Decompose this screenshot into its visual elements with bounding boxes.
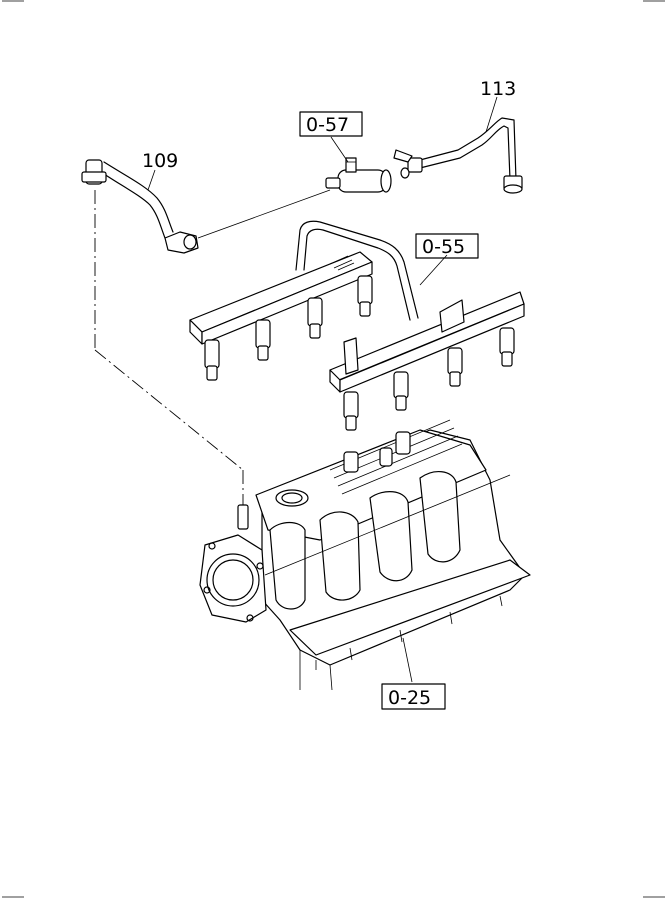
callout-109-text: 109: [142, 150, 178, 172]
injector-right-4: [499, 327, 515, 367]
injector-left-2: [255, 319, 271, 361]
callout-0-57[interactable]: 0-57: [299, 111, 363, 137]
hose-109[interactable]: [81, 159, 199, 254]
injector-left-4: [357, 275, 373, 317]
leader-109-to-manifold: [94, 190, 244, 505]
leader-113: [485, 96, 498, 133]
injector-left-3: [307, 297, 323, 339]
callout-0-25[interactable]: 0-25: [381, 683, 446, 710]
connection-line-109-0-57: [197, 189, 331, 239]
injector-right-3: [447, 347, 463, 387]
leader-0-25: [402, 637, 413, 683]
callout-113-text: 113: [480, 78, 516, 100]
callout-0-55-text: 0-55: [422, 236, 465, 258]
leader-109: [147, 169, 156, 191]
callout-0-25-text: 0-25: [388, 687, 431, 709]
intake-manifold[interactable]: [199, 419, 531, 691]
callout-0-55[interactable]: 0-55: [415, 233, 479, 259]
injector-right-2: [393, 371, 409, 411]
leader-0-57: [330, 136, 349, 163]
callout-0-57-text: 0-57: [306, 114, 349, 136]
component-0-57[interactable]: [325, 157, 392, 193]
leader-0-55: [419, 254, 448, 286]
injector-left-1: [204, 339, 220, 381]
fuel-rail-assembly[interactable]: [189, 220, 525, 431]
injector-right-1: [343, 391, 359, 431]
pipe-113[interactable]: [393, 117, 523, 194]
callout-113[interactable]: 113: [480, 78, 516, 100]
callout-109[interactable]: 109: [142, 150, 178, 172]
